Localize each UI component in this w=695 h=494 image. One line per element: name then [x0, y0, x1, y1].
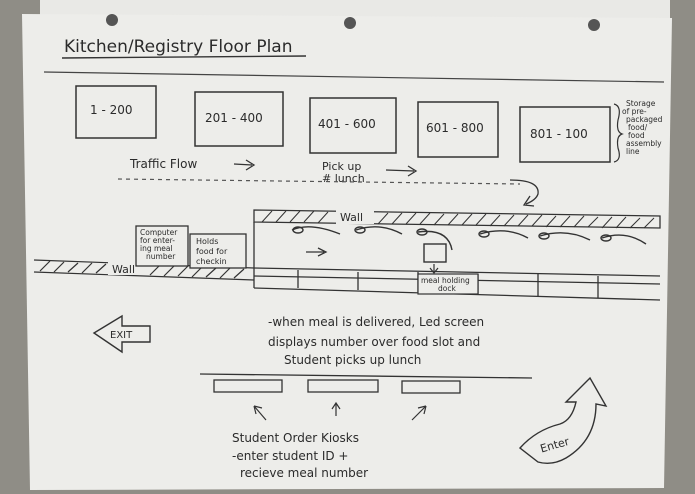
traffic-flow-label: Traffic Flow — [129, 157, 197, 171]
svg-text:Student picks up lunch: Student picks up lunch — [284, 353, 421, 367]
meal-holding-dock — [417, 273, 479, 295]
meal-holding-label-line1: meal holding — [421, 276, 470, 285]
top-divider — [43, 71, 665, 83]
food-slot-dot — [416, 228, 428, 236]
pick-up-label-line1: Pick up — [322, 160, 361, 173]
computer-box-text: Computer for enter- ing meal number — [140, 228, 178, 261]
svg-text:assembly: assembly — [626, 139, 662, 148]
computer-box — [135, 225, 189, 267]
svg-text:checkin: checkin — [196, 257, 227, 266]
number-box-1 — [75, 85, 157, 139]
svg-text:food/: food/ — [628, 123, 648, 132]
exit-label: EXIT — [110, 330, 133, 341]
food-slot-dot — [478, 230, 490, 238]
kiosks — [213, 379, 461, 394]
top-wall-hatching — [261, 210, 655, 229]
kiosk-arrow-icon — [253, 405, 267, 421]
number-box-2 — [194, 91, 284, 147]
traffic-path-dashed — [117, 178, 521, 185]
svg-text:food: food — [628, 131, 645, 140]
number-box-5 — [519, 106, 611, 163]
curved-arrow-icon — [509, 179, 539, 207]
paper-sheet — [22, 14, 672, 490]
holds-box — [189, 233, 247, 269]
svg-text:for enter-: for enter- — [140, 236, 175, 245]
meal-holding-label-line2: dock — [438, 284, 456, 293]
down-arrow-icon — [429, 264, 439, 274]
storage-note: Storage of pre- packaged food/ food asse… — [622, 99, 663, 156]
number-box-5-label: 801 - 100 — [530, 127, 588, 141]
food-slot — [417, 230, 453, 251]
svg-text:Holds: Holds — [196, 237, 218, 246]
number-box-4 — [417, 101, 499, 158]
svg-text:food for: food for — [196, 247, 228, 256]
traffic-arrow-icon — [233, 159, 256, 171]
left-wall-label: Wall — [112, 263, 135, 276]
food-slot — [601, 234, 647, 245]
number-box-1-label: 1 - 200 — [90, 103, 133, 117]
top-wall — [253, 209, 661, 229]
svg-text:number: number — [146, 252, 176, 261]
storage-bracket — [613, 103, 624, 163]
food-slot-dot — [354, 226, 366, 234]
binder-hole — [106, 14, 118, 26]
binder-hole — [588, 19, 600, 31]
binder-hole — [344, 17, 356, 29]
counter-arrow-icon — [306, 247, 328, 257]
food-slots — [291, 226, 647, 251]
wall-label-bg — [336, 210, 374, 224]
pick-up-arrow-icon — [385, 165, 418, 177]
svg-text:recieve meal number: recieve meal number — [240, 466, 368, 480]
delivery-note: -when meal is delivered, Led screen disp… — [268, 315, 484, 367]
svg-text:displays number over food slot: displays number over food slot and — [268, 335, 480, 349]
holds-box-text: Holds food for checkin — [196, 237, 228, 266]
number-box-2-label: 201 - 400 — [205, 111, 263, 125]
svg-text:ing meal: ing meal — [140, 244, 173, 253]
enter-arrow-icon — [518, 376, 608, 465]
led-screen-icon — [423, 243, 447, 263]
svg-text:Student Order Kiosks: Student Order Kiosks — [232, 431, 359, 445]
title-underline — [61, 55, 307, 59]
svg-text:-when meal is delivered, Led s: -when meal is delivered, Led screen — [268, 315, 484, 329]
svg-text:packaged: packaged — [626, 115, 663, 124]
kiosk-arrow-icon — [411, 405, 427, 421]
svg-text:Computer: Computer — [140, 228, 178, 237]
food-slot-dot — [600, 234, 612, 242]
kiosk-note: Student Order Kiosks -enter student ID +… — [232, 431, 368, 480]
kiosk — [213, 379, 283, 393]
kiosk-arrow-icon — [331, 401, 341, 416]
number-box-3-label: 401 - 600 — [318, 117, 376, 131]
number-box-4-label: 601 - 800 — [426, 121, 484, 135]
food-slot — [539, 232, 591, 241]
svg-text:line: line — [626, 147, 640, 156]
food-slot — [479, 230, 529, 239]
kiosk — [307, 379, 379, 393]
pick-up-label-line2: # lunch — [322, 172, 365, 185]
kiosk-arrows — [253, 401, 427, 421]
number-box-3 — [309, 97, 397, 154]
kiosk-divider — [199, 373, 533, 379]
exit-arrow-icon — [92, 314, 151, 354]
svg-text:of pre-: of pre- — [622, 107, 647, 116]
food-slot-dot — [538, 232, 550, 240]
top-wall-label: Wall — [340, 211, 363, 224]
kiosk — [401, 380, 461, 394]
page-title: Kitchen/Registry Floor Plan — [64, 37, 292, 57]
svg-text:-enter student ID +: -enter student ID + — [232, 449, 349, 463]
svg-text:Storage: Storage — [626, 99, 656, 108]
food-slot — [355, 226, 403, 235]
food-slot-dot — [292, 226, 304, 234]
number-boxes — [75, 85, 611, 163]
food-slot — [291, 226, 341, 235]
